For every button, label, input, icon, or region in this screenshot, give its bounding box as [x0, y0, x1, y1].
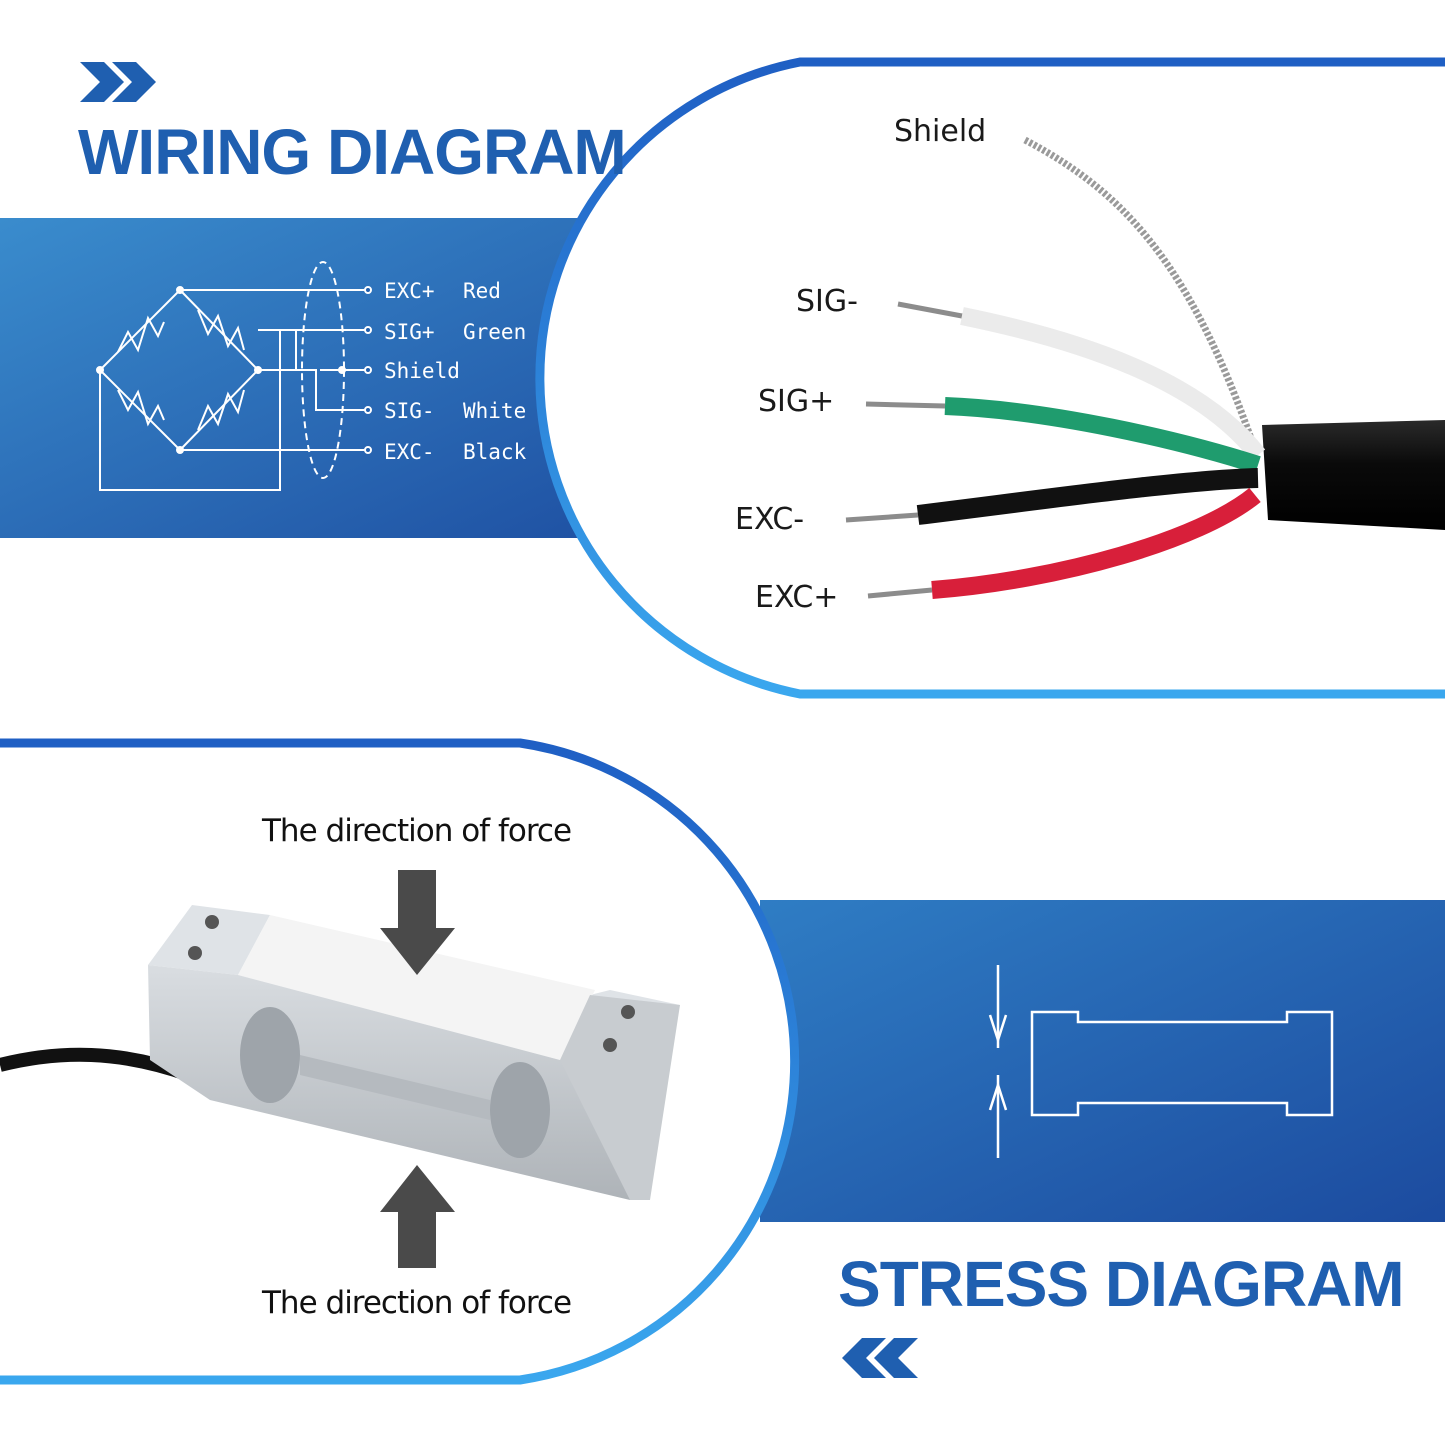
cable-photo [845, 136, 1445, 599]
bridge-schematic [96, 261, 372, 491]
stress-frame-outline [0, 738, 800, 1385]
photo-label-shield: Shield [894, 114, 987, 149]
bottom-blue-band [760, 900, 1445, 1222]
wiring-diagram-title: WIRING DIAGRAM [78, 116, 627, 188]
arrow-up-icon [380, 1165, 455, 1268]
shield-wire [1023, 136, 1259, 452]
schematic-label-shield: Shield [384, 359, 460, 383]
schematic-label-sig-minus: SIG- [384, 399, 435, 423]
photo-label-sig-minus: SIG- [796, 284, 858, 319]
chevron-right-icon [80, 62, 156, 102]
schematic-label-sig-plus: SIG+ [384, 320, 435, 344]
wiring-frame-outline [535, 57, 1445, 699]
schematic-label-exc-minus: EXC- [384, 440, 435, 464]
schematic-color-green: Green [463, 320, 527, 344]
schematic-color-red: Red [463, 279, 501, 303]
load-cell-cap [238, 915, 595, 1060]
schematic-label-exc-plus: EXC+ [384, 279, 435, 303]
photo-label-exc-plus: EXC+ [755, 580, 839, 615]
arrow-down-icon [380, 870, 455, 975]
schematic-color-black: Black [463, 440, 527, 464]
photo-label-exc-minus: EXC- [735, 502, 805, 537]
cable-jacket [1262, 420, 1445, 530]
force-label-top: The direction of force [262, 813, 572, 849]
green-wire [944, 397, 1261, 474]
red-wire [931, 487, 1261, 599]
photo-label-sig-plus: SIG+ [758, 384, 835, 419]
chevron-left-icon [842, 1338, 918, 1378]
wiring-photo-frame [539, 62, 1445, 694]
schematic-color-white: White [463, 399, 527, 423]
force-label-bottom: The direction of force [262, 1285, 572, 1321]
white-wire [960, 307, 1266, 461]
stress-schematic [988, 965, 1334, 1158]
black-wire [916, 468, 1259, 525]
stress-diagram-title: STRESS DIAGRAM [838, 1248, 1405, 1320]
load-cell-photo [0, 905, 680, 1200]
schematic-signal: EXC+ [384, 279, 435, 303]
